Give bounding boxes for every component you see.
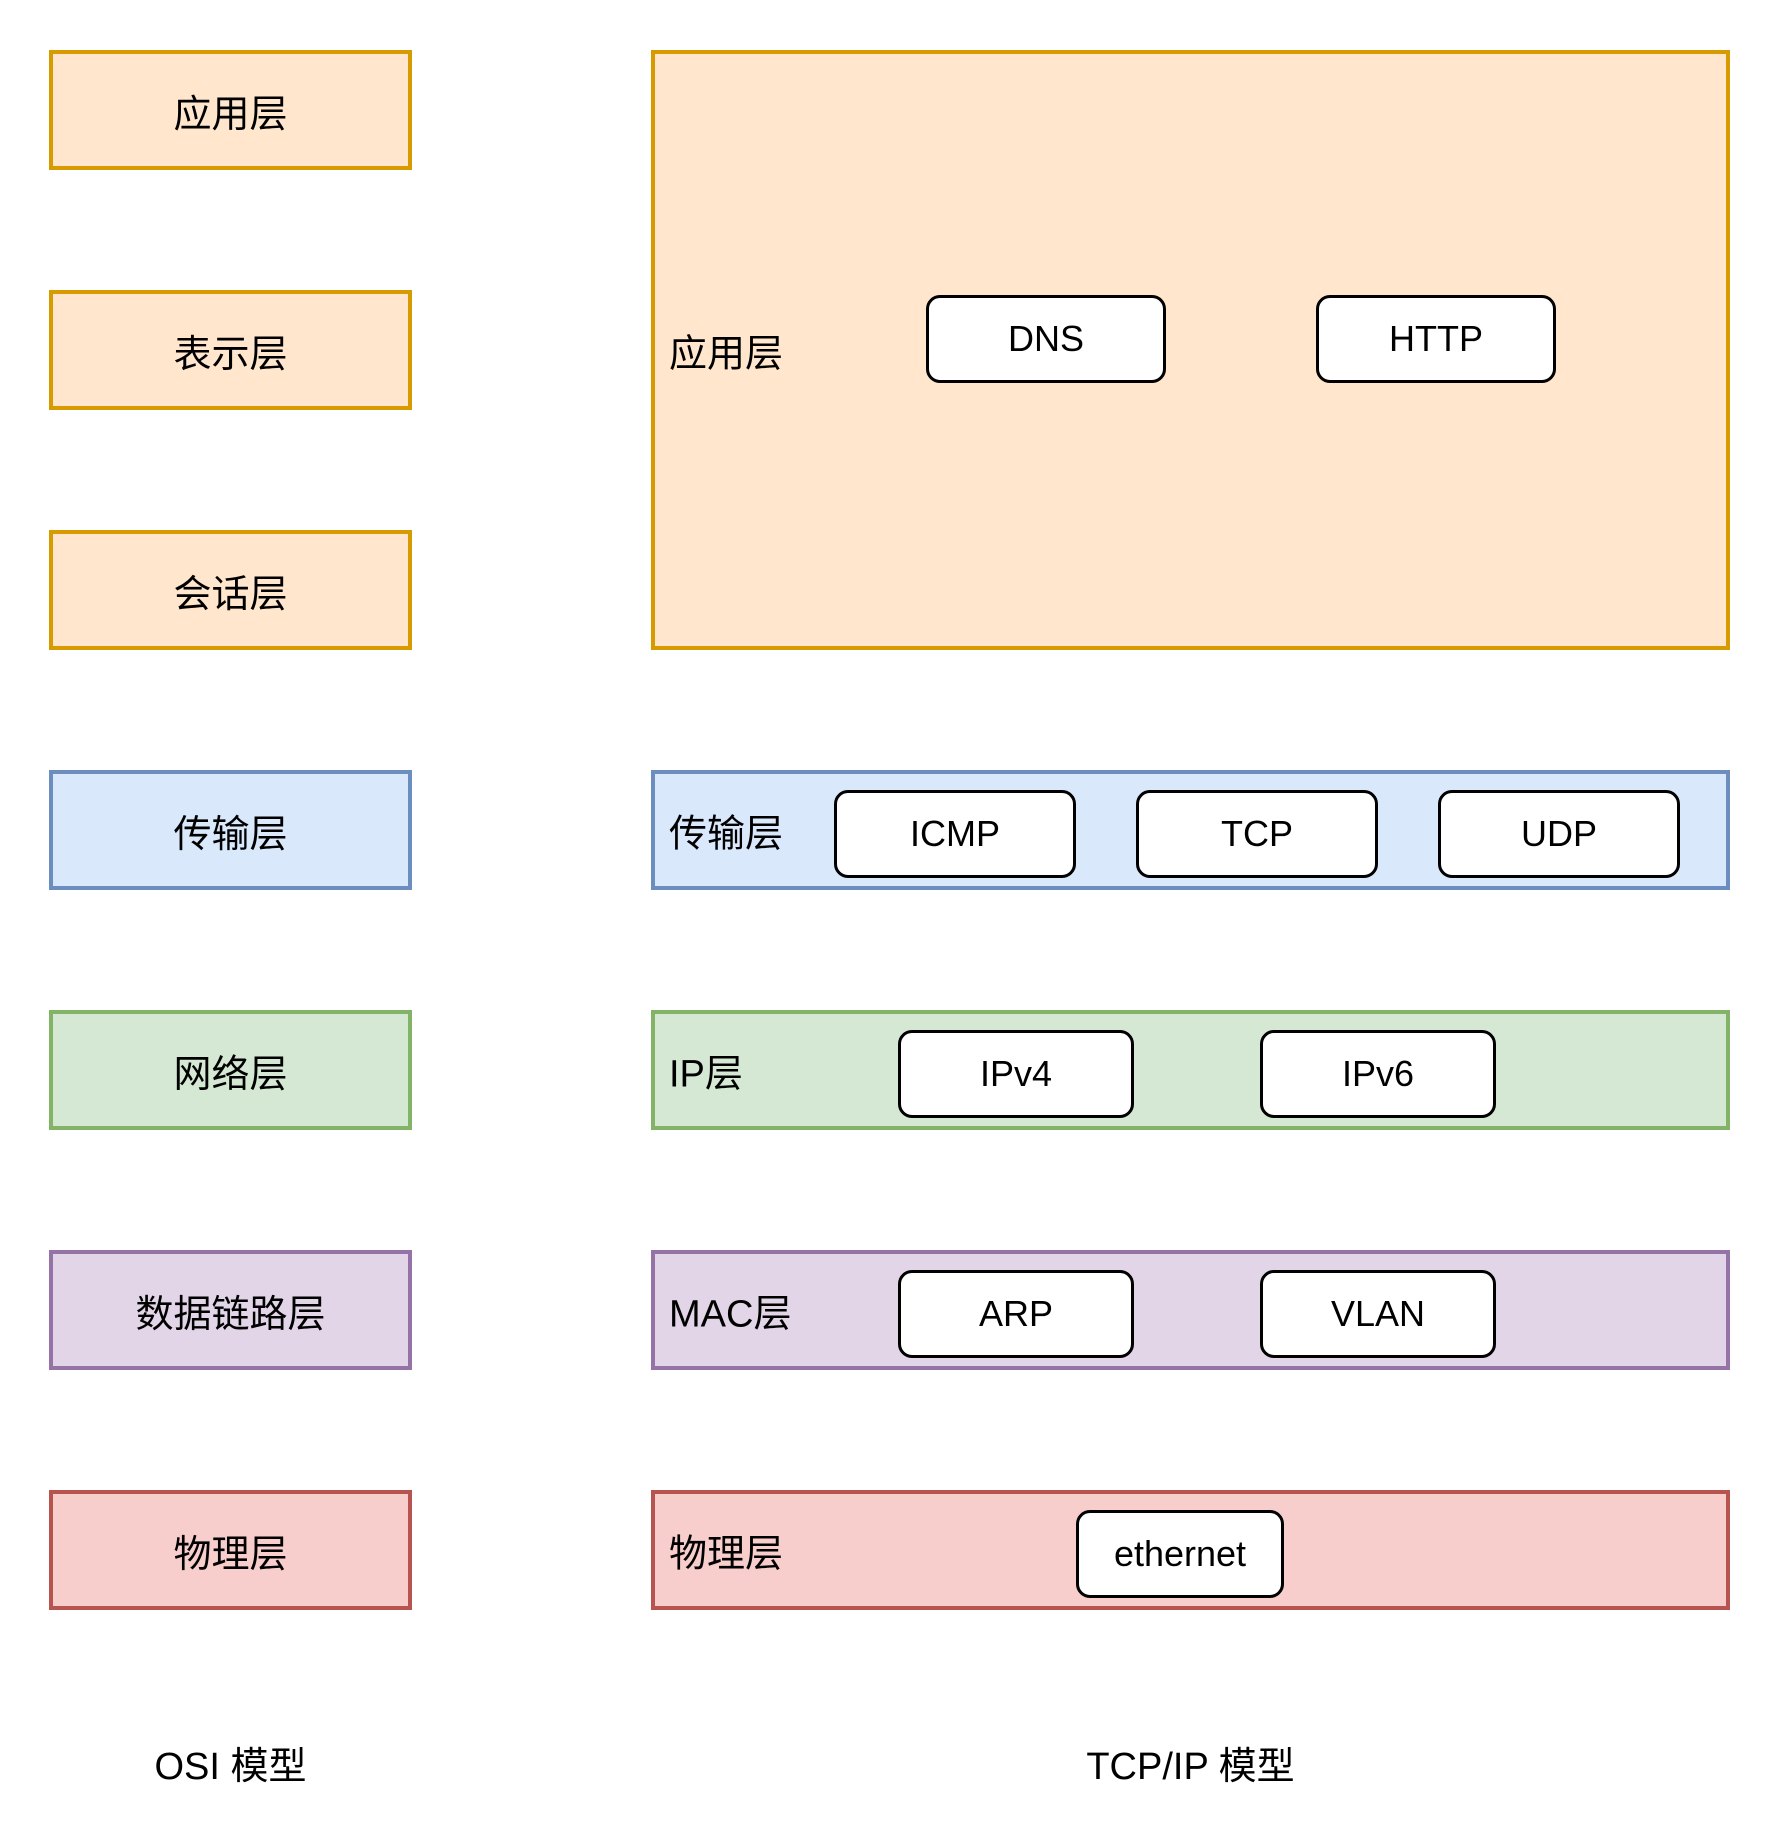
osi-layer-network: 网络层 bbox=[49, 1010, 412, 1130]
tcpip-layer-ip-label: IP层 bbox=[669, 1053, 743, 1096]
tcpip-layer-transport-label: 传输层 bbox=[669, 813, 784, 856]
protocol-chip-ipv6: IPv6 bbox=[1260, 1030, 1496, 1118]
protocol-chip-udp-label: UDP bbox=[1520, 813, 1597, 854]
osi-layer-datalink: 数据链路层 bbox=[49, 1250, 412, 1370]
osi-layer-presentation: 表示层 bbox=[49, 290, 412, 410]
tcpip-layer-mac: MAC层 ARP VLAN bbox=[651, 1250, 1730, 1370]
osi-model-caption: OSI 模型 bbox=[154, 1745, 307, 1788]
protocol-chip-tcp-label: TCP bbox=[1221, 813, 1293, 854]
protocol-chip-tcp: TCP bbox=[1136, 790, 1378, 878]
protocol-chip-ethernet-label: ethernet bbox=[1113, 1533, 1247, 1574]
tcpip-layer-physical-label: 物理层 bbox=[669, 1533, 784, 1576]
tcpip-layer-physical: 物理层 ethernet bbox=[651, 1490, 1730, 1610]
osi-layer-transport: 传输层 bbox=[49, 770, 412, 890]
osi-layer-datalink-label: 数据链路层 bbox=[135, 1293, 326, 1336]
tcpip-layer-transport: 传输层 ICMP TCP UDP bbox=[651, 770, 1730, 890]
osi-layer-application: 应用层 bbox=[49, 50, 412, 170]
tcpip-layer-application-label: 应用层 bbox=[669, 333, 784, 376]
tcpip-layer-mac-label: MAC层 bbox=[669, 1293, 792, 1336]
protocol-chip-ipv4: IPv4 bbox=[898, 1030, 1134, 1118]
protocol-chip-vlan-label: VLAN bbox=[1330, 1293, 1426, 1334]
protocol-chip-dns-label: DNS bbox=[1007, 318, 1084, 359]
tcpip-layer-application: 应用层 DNS HTTP bbox=[651, 50, 1730, 650]
osi-layer-physical: 物理层 bbox=[49, 1490, 412, 1610]
osi-layer-presentation-label: 表示层 bbox=[173, 333, 288, 376]
protocol-chip-arp: ARP bbox=[898, 1270, 1134, 1358]
osi-layer-network-label: 网络层 bbox=[173, 1053, 288, 1096]
protocol-chip-http: HTTP bbox=[1316, 295, 1556, 383]
protocol-chip-ipv6-label: IPv6 bbox=[1341, 1053, 1415, 1094]
protocol-chip-ethernet: ethernet bbox=[1076, 1510, 1284, 1598]
osi-layer-session: 会话层 bbox=[49, 530, 412, 650]
protocol-chip-icmp-label: ICMP bbox=[910, 813, 1000, 854]
osi-layer-application-label: 应用层 bbox=[173, 93, 288, 136]
tcpip-layer-ip: IP层 IPv4 IPv6 bbox=[651, 1010, 1730, 1130]
osi-layer-physical-label: 物理层 bbox=[173, 1533, 288, 1576]
protocol-chip-icmp: ICMP bbox=[834, 790, 1076, 878]
protocol-chip-vlan: VLAN bbox=[1260, 1270, 1496, 1358]
protocol-chip-udp: UDP bbox=[1438, 790, 1680, 878]
protocol-chip-http-label: HTTP bbox=[1389, 318, 1483, 359]
protocol-chip-dns: DNS bbox=[926, 295, 1166, 383]
tcpip-model-caption: TCP/IP 模型 bbox=[1086, 1745, 1295, 1788]
osi-layer-session-label: 会话层 bbox=[173, 573, 288, 616]
protocol-chip-arp-label: ARP bbox=[978, 1293, 1054, 1334]
protocol-chip-ipv4-label: IPv4 bbox=[979, 1053, 1053, 1094]
osi-layer-transport-label: 传输层 bbox=[173, 813, 288, 856]
